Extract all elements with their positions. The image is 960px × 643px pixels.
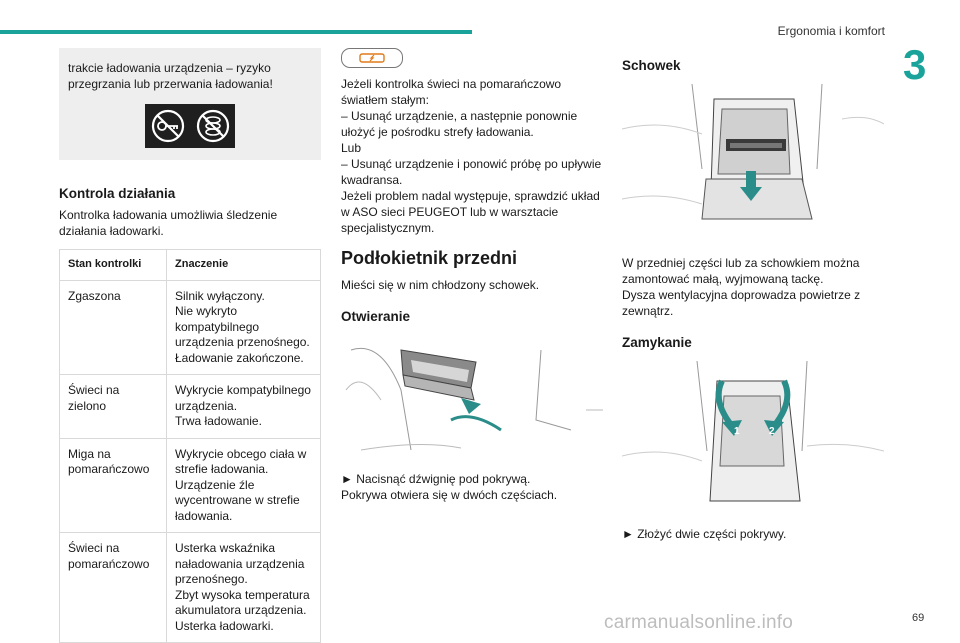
- orange-light-line: – Usunąć urządzenie, a następnie ponowni…: [341, 109, 578, 139]
- header-meaning: Znaczenie: [166, 249, 321, 281]
- otwieranie-title: Otwieranie: [341, 309, 411, 324]
- column-left: trakcie ładowania urządzenia – ryzyko pr…: [59, 48, 321, 643]
- armrest-closing-illustration: 1 2: [621, 360, 885, 502]
- kontrola-title: Kontrola działania: [59, 186, 176, 201]
- orange-light-line: Lub: [341, 141, 362, 155]
- row-state: Zgaszona: [59, 280, 167, 375]
- warning-text: trakcie ładowania urządzenia – ryzyko pr…: [68, 61, 273, 91]
- chapter-number: 3: [903, 41, 927, 88]
- schowek-text: W przedniej części lub za schowkiem możn…: [622, 256, 860, 286]
- arrow-label-1: 1: [734, 426, 740, 437]
- orange-light-line: Jeżeli problem nadal występuje, sprawdzi…: [341, 189, 600, 235]
- column-right: Schowek W przedniej części lub za schowk…: [621, 48, 885, 542]
- table-row: Świeci na zielono Wykrycie kompatybilneg…: [59, 374, 321, 439]
- row-state: Miga na pomarańczowo: [59, 438, 167, 533]
- zamykanie-title: Zamykanie: [622, 335, 692, 350]
- armrest-opening-illustration: [345, 348, 603, 451]
- orange-light-line: – Usunąć urządzenie i ponowić próbę po u…: [341, 157, 602, 187]
- row-meaning-line: Nie wykryto kompatybilnego urządzenia pr…: [175, 304, 310, 349]
- column-middle: Jeżeli kontrolka świeci na pomarańczowo …: [341, 48, 603, 503]
- no-coins-icon: [196, 109, 229, 143]
- charging-indicator-icon: [341, 48, 403, 68]
- table-row: Świeci na pomarańczowo Usterka wskaźnika…: [59, 532, 321, 643]
- warning-box: trakcie ładowania urządzenia – ryzyko pr…: [59, 48, 321, 160]
- arrow-label-2: 2: [769, 426, 775, 437]
- watermark: carmanualsonline.info: [604, 612, 794, 633]
- row-meaning-line: Usterka wskaźnika naładowania urządzenia…: [175, 541, 305, 586]
- row-meaning-line: Zbyt wysoka temperatura akumulatora urzą…: [175, 587, 310, 618]
- row-meaning-line: Trwa ładowanie.: [175, 414, 262, 428]
- page-number: 69: [912, 612, 925, 624]
- row-meaning-line: Wykrycie obcego ciała w strefie ładowani…: [175, 446, 307, 477]
- section-header: Ergonomia i komfort: [777, 24, 885, 38]
- row-meaning-line: Ładowanie zakończone.: [175, 350, 304, 365]
- zamykanie-step: ► Złożyć dwie części pokrywy.: [622, 527, 787, 541]
- orange-light-line: Jeżeli kontrolka świeci na pomarańczowo …: [341, 77, 562, 107]
- storage-compartment-illustration: [621, 83, 885, 220]
- row-meaning-line: Wykrycie kompatybilnego urządzenia.: [175, 383, 311, 413]
- row-meaning-line: Silnik wyłączony.: [175, 288, 265, 303]
- schowek-title: Schowek: [622, 58, 681, 73]
- schowek-text: Dysza wentylacyjna doprowadza powietrze …: [622, 288, 861, 318]
- row-state: Świeci na pomarańczowo: [59, 532, 167, 643]
- table-header-row: Stan kontrolki Znaczenie: [59, 249, 321, 281]
- status-table: Stan kontrolki Znaczenie Zgaszona Silnik…: [59, 249, 321, 643]
- top-accent-bar: [0, 30, 472, 34]
- no-key-card-icon: [151, 109, 184, 143]
- prohibition-icons: [145, 104, 235, 148]
- table-row: Zgaszona Silnik wyłączony. Nie wykryto k…: [59, 280, 321, 375]
- podlokietnik-intro: Mieści się w nim chłodzony schowek.: [341, 278, 540, 292]
- table-row: Miga na pomarańczowo Wykrycie obcego cia…: [59, 438, 321, 533]
- podlokietnik-title: Podłokietnik przedni: [341, 248, 518, 268]
- otwieranie-note: Pokrywa otwiera się w dwóch częściach.: [341, 488, 558, 502]
- row-meaning-line: Urządzenie źle wycentrowane w strefie ła…: [175, 477, 300, 523]
- header-state: Stan kontrolki: [59, 249, 167, 281]
- row-meaning-line: Usterka ładowarki.: [175, 618, 274, 633]
- row-state: Świeci na zielono: [59, 374, 167, 439]
- kontrola-intro: Kontrolka ładowania umożliwia śledzenie …: [59, 208, 278, 238]
- otwieranie-step: ► Nacisnąć dźwignię pod pokrywą.: [341, 472, 531, 486]
